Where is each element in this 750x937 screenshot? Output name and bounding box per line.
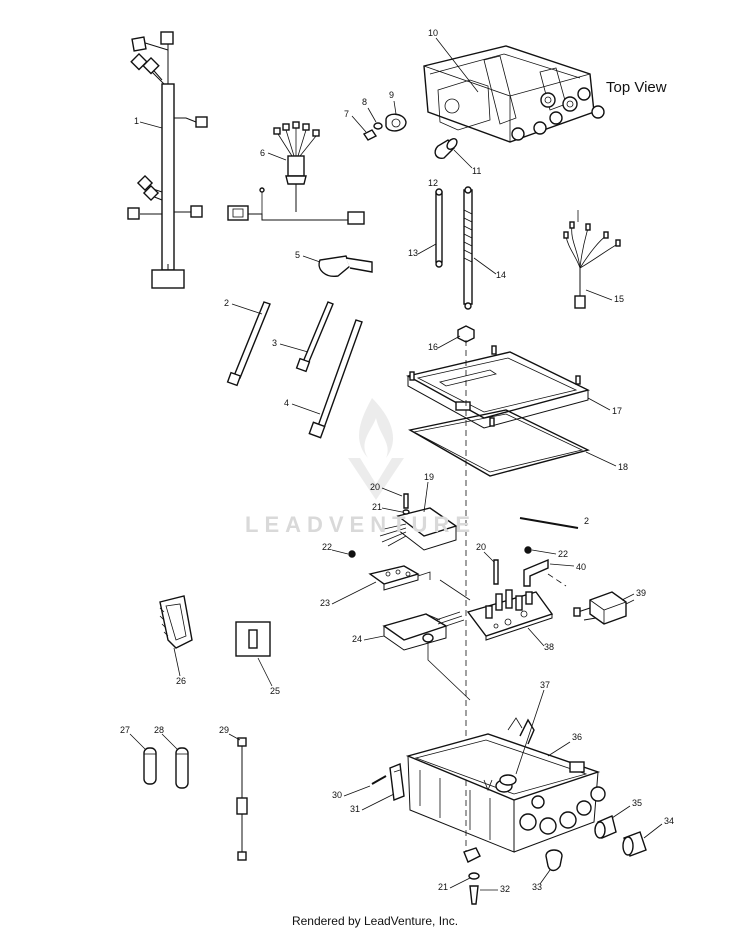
callout-7: 7 [344,109,349,119]
callout-23: 23 [320,598,330,608]
part-40-bracket: 40 [523,558,586,587]
part-2-cable-tie: 2 [224,298,271,387]
part-16-nut: 16 [428,325,475,352]
part-19-module: 19 [379,472,458,551]
part-26-clip: 26 [159,595,193,686]
watermark-logo [348,398,404,500]
callout-19: 19 [424,472,434,482]
callout-2a: 2 [224,298,229,308]
callout-38: 38 [544,642,554,652]
part-29-fuse-holder: 29 [219,725,248,861]
part-3-cable-tie: 3 [272,301,334,373]
part-6-connector-harness: 6 [227,121,365,225]
callout-17: 17 [612,406,622,416]
part-27-fuse: 27 [120,725,157,785]
part-7-screw: 7 [344,109,378,141]
part-34-cap: 34 [622,816,674,857]
part-24-ecm-module: 24 [352,611,471,701]
callout-21b: 21 [438,882,448,892]
callout-15: 15 [614,294,624,304]
callout-12: 12 [428,178,438,188]
part-1-wire-harness: 1 [127,31,208,289]
part-38-circuit-board: 38 [439,579,554,652]
callout-22a: 22 [322,542,332,552]
callout-4: 4 [284,398,289,408]
part-2-tie-second: 2 [519,516,589,529]
part-8-washer: 8 [362,97,383,130]
footer-credit: Rendered by LeadVenture, Inc. [291,914,459,928]
part-31-latch: 31 [350,763,405,814]
callout-18: 18 [618,462,628,472]
callout-20a: 20 [370,482,380,492]
part-25-label-plate: 25 [235,621,280,696]
part-18-seal: 18 [408,409,628,477]
callout-35: 35 [632,798,642,808]
part-32-screw: 32 [469,884,510,905]
part-14-rod-spring: 14 [463,186,506,310]
callout-21a: 21 [372,502,382,512]
part-37-component: 37 [499,680,550,786]
callout-11: 11 [472,166,481,176]
part-13-rod: 12 13 [408,178,443,268]
callout-16: 16 [428,342,438,352]
callout-13: 13 [408,248,418,258]
callout-39: 39 [636,588,646,598]
part-30-pin: 30 [332,775,387,800]
callout-40: 40 [576,562,586,572]
callout-25: 25 [270,686,280,696]
callout-10: 10 [428,28,438,38]
callout-28: 28 [154,725,164,735]
part-39-relay: 39 [573,588,646,625]
part-5-boot: 5 [295,250,373,277]
callout-34: 34 [664,816,674,826]
part-23-terminal-bracket: 23 [320,565,431,608]
callout-29: 29 [219,725,229,735]
part-35-plug: 35 [594,798,642,839]
callout-8: 8 [362,97,367,107]
callout-2b: 2 [584,516,589,526]
part-4-cable-tie: 4 [284,319,363,439]
part-10-box-top-view: 10 [423,28,605,143]
callout-32: 32 [500,884,510,894]
callout-6: 6 [260,148,265,158]
part-20-screw-lower: 20 [476,542,499,585]
callout-30: 30 [332,790,342,800]
top-view-label: Top View [606,79,667,96]
callout-22b: 22 [558,549,568,559]
part-nut-bottom [463,847,481,863]
part-17-cover: 17 [406,345,622,429]
part-22-nut-left: 22 [322,542,356,558]
callout-3: 3 [272,338,277,348]
callout-20b: 20 [476,542,486,552]
callout-27: 27 [120,725,130,735]
part-21-washer-upper: 21 [372,502,410,515]
part-20-screw-upper: 20 [370,482,409,509]
part-33-grommet: 33 [532,849,563,892]
callout-33: 33 [532,882,542,892]
part-28-fuse: 28 [154,725,189,789]
callout-14: 14 [496,270,506,280]
part-11-plug: 11 [434,138,481,176]
part-9-grommet: 9 [385,90,407,132]
callout-26: 26 [176,676,186,686]
callout-37: 37 [540,680,550,690]
callout-1: 1 [134,116,139,126]
callout-9: 9 [389,90,394,100]
part-36-housing: 36 [405,717,606,853]
part-15-pigtail-harness: 15 [563,210,624,309]
watermark-text: LEADVENTURE [245,512,477,537]
part-22-nut-right: 22 [524,546,568,559]
callout-5: 5 [295,250,300,260]
part-21-washer-lower: 21 [438,872,480,892]
callout-31: 31 [350,804,360,814]
callout-36: 36 [572,732,582,742]
callout-24: 24 [352,634,362,644]
